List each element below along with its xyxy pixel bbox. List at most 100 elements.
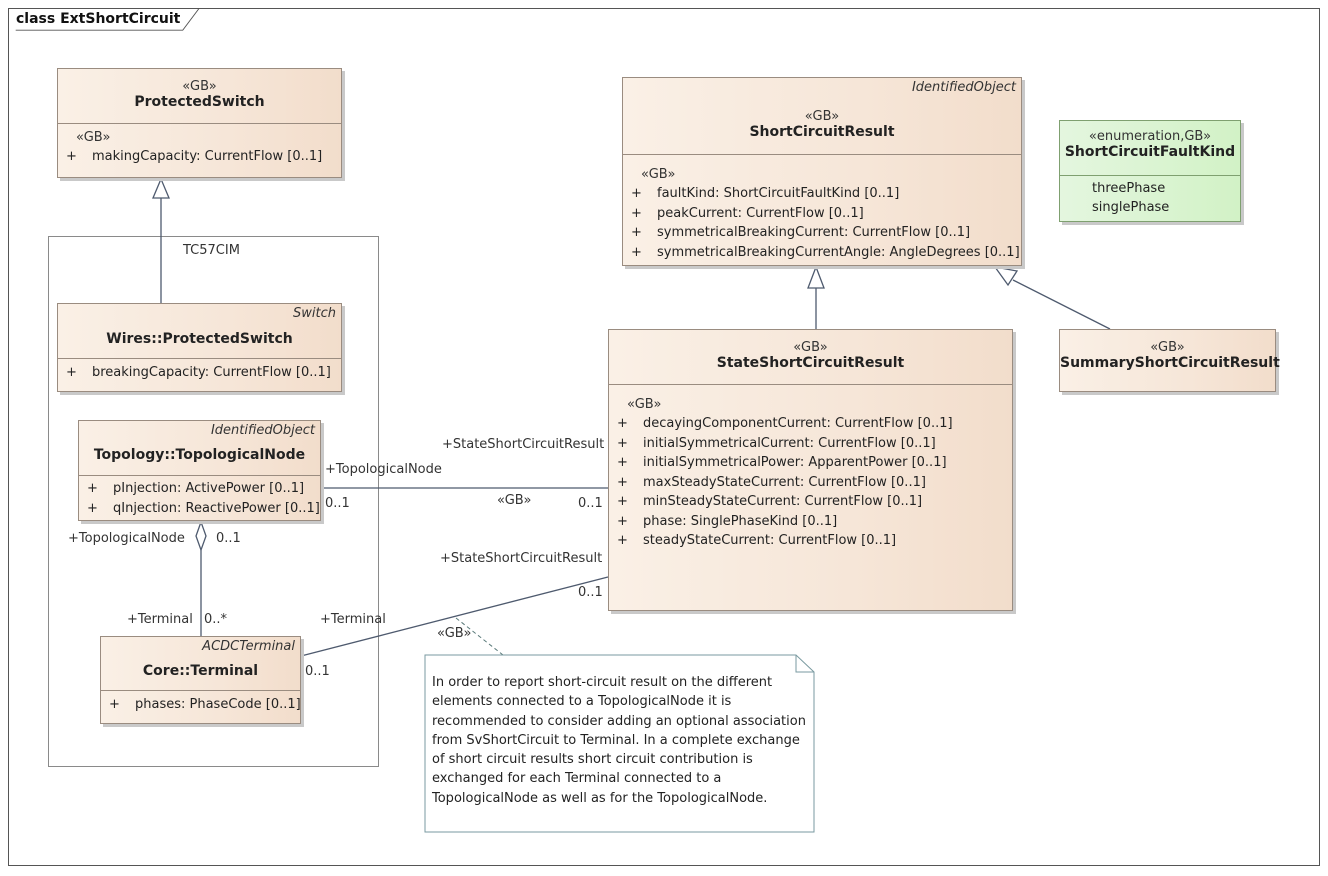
class-stereotype: «GB» — [793, 340, 828, 355]
attribute-text: peakCurrent: CurrentFlow [0..1] — [657, 205, 864, 221]
association-multiplicity-label: 0..* — [204, 612, 228, 627]
attribute-text: qInjection: ReactivePower [0..1] — [113, 500, 320, 516]
diagram-frame — [8, 8, 1320, 866]
association-role-label: +StateShortCircuitResult — [442, 437, 605, 452]
attribute-stereotype: «GB» — [641, 167, 676, 182]
attribute-text: breakingCapacity: CurrentFlow [0..1] — [92, 365, 331, 380]
class-header: «enumeration,GB» ShortCircuitFaultKind — [1060, 121, 1240, 175]
attribute-compartment: +pInjection: ActivePower [0..1] +qInject… — [79, 475, 320, 522]
class-protected-switch[interactable]: «GB» ProtectedSwitch «GB» +makingCapacit… — [57, 68, 342, 178]
attribute-compartment: «GB» +makingCapacity: CurrentFlow [0..1] — [58, 123, 341, 171]
note-shape — [424, 654, 815, 833]
association-multiplicity-label: 0..1 — [578, 496, 603, 511]
association-role-label: +StateShortCircuitResult — [440, 551, 603, 566]
note-anchor-line — [455, 617, 504, 656]
class-topological-node[interactable]: IdentifiedObject Topology::TopologicalNo… — [78, 420, 321, 521]
enum-literal[interactable]: threePhase — [1092, 181, 1166, 196]
association-multiplicity-label: 0..1 — [578, 585, 603, 600]
class-name: Wires::ProtectedSwitch — [106, 331, 293, 347]
class-summary-short-circuit-result[interactable]: «GB» SummaryShortCircuitResult — [1059, 329, 1280, 392]
association-stereotype-label: «GB» — [497, 493, 532, 508]
attribute-text: initialSymmetricalCurrent: CurrentFlow [… — [643, 435, 936, 451]
attribute-text: symmetricalBreakingCurrent: CurrentFlow … — [657, 225, 971, 240]
class-parent: IdentifiedObject — [210, 423, 315, 438]
class-name: Topology::TopologicalNode — [93, 447, 306, 463]
note-line: TopologicalNode as well as for the Topol… — [432, 790, 768, 806]
class-state-short-circuit-result[interactable]: «GB» StateShortCircuitResult «GB» +decay… — [608, 329, 1013, 611]
attribute-text: phases: PhaseCode [0..1] — [135, 697, 301, 712]
association-multiplicity-label: 0..1 — [216, 531, 241, 546]
generalization-arrowhead — [152, 177, 170, 199]
class-header: «GB» StateShortCircuitResult — [609, 330, 1012, 384]
class-header: ACDCTerminal Core::Terminal — [101, 637, 300, 690]
note-line: elements connected to a TopologicalNode … — [432, 694, 732, 710]
attribute-row[interactable]: +qInjection: ReactivePower [0..1] — [87, 500, 320, 516]
attribute-text: symmetricalBreakingCurrentAngle: AngleDe… — [657, 244, 1020, 260]
attribute-row[interactable]: +faultKind: ShortCircuitFaultKind [0..1] — [631, 186, 900, 201]
attribute-text: steadyStateCurrent: CurrentFlow [0..1] — [643, 533, 897, 548]
note-fold — [795, 655, 814, 673]
package-tc57cim[interactable] — [48, 236, 379, 767]
attribute-row[interactable]: +makingCapacity: CurrentFlow [0..1] — [66, 149, 323, 164]
association-role-label: +TopologicalNode — [325, 462, 442, 477]
note-line: exchanged for each Terminal connected to… — [432, 771, 722, 787]
note-line: recommended to consider adding an option… — [432, 713, 806, 729]
class-header: «GB» ProtectedSwitch — [58, 69, 341, 123]
class-parent: ACDCTerminal — [202, 639, 295, 654]
enum-short-circuit-fault-kind[interactable]: «enumeration,GB» ShortCircuitFaultKind t… — [1059, 120, 1241, 222]
association-multiplicity-label: 0..1 — [325, 496, 350, 511]
attribute-text: faultKind: ShortCircuitFaultKind [0..1] — [657, 186, 900, 201]
class-stereotype: «GB» — [182, 79, 217, 94]
class-stereotype: «GB» — [1150, 340, 1185, 355]
class-header: IdentifiedObject Topology::TopologicalNo… — [79, 421, 320, 475]
association-role-label: +Terminal — [320, 612, 386, 627]
note-text: In order to report short-circuit result … — [432, 673, 812, 808]
association-role-label: +Terminal — [127, 612, 193, 627]
package-label: TC57CIM — [183, 243, 240, 258]
attribute-stereotype: «GB» — [76, 130, 111, 145]
class-stereotype: «enumeration,GB» — [1088, 129, 1212, 144]
class-wires-protected-switch[interactable]: Switch Wires::ProtectedSwitch +breakingC… — [57, 303, 342, 392]
class-name: SummaryShortCircuitResult — [1060, 355, 1280, 371]
attribute-row[interactable]: +breakingCapacity: CurrentFlow [0..1] — [66, 365, 331, 380]
association-role-label: +TopologicalNode — [68, 531, 185, 546]
attribute-text: initialSymmetricalPower: ApparentPower [… — [643, 455, 947, 470]
class-header: Switch Wires::ProtectedSwitch — [58, 304, 341, 358]
attribute-row[interactable]: +phases: PhaseCode [0..1] — [109, 697, 301, 712]
attribute-compartment: «GB» +decayingComponentCurrent: CurrentF… — [609, 384, 1012, 555]
attribute-row[interactable]: +symmetricalBreakingCurrentAngle: AngleD… — [631, 244, 1020, 260]
attribute-row[interactable]: +maxSteadyStateCurrent: CurrentFlow [0..… — [617, 474, 926, 490]
class-name: ShortCircuitResult — [749, 124, 895, 140]
frame-tab — [15, 8, 200, 31]
attribute-row[interactable]: +minSteadyStateCurrent: CurrentFlow [0..… — [617, 494, 923, 509]
attribute-row[interactable]: +initialSymmetricalCurrent: CurrentFlow … — [617, 435, 936, 451]
note-line: In order to report short-circuit result … — [432, 675, 773, 690]
class-header: IdentifiedObject «GB» ShortCircuitResult — [623, 78, 1021, 154]
attribute-stereotype: «GB» — [627, 397, 662, 412]
enum-literal[interactable]: singlePhase — [1092, 200, 1170, 215]
attribute-row[interactable]: +steadyStateCurrent: CurrentFlow [0..1] — [617, 533, 897, 548]
class-name: ShortCircuitFaultKind — [1064, 144, 1236, 160]
class-parent: Switch — [293, 306, 336, 321]
class-name: ProtectedSwitch — [134, 94, 265, 110]
attribute-text: minSteadyStateCurrent: CurrentFlow [0..1… — [643, 494, 923, 509]
attribute-row[interactable]: +pInjection: ActivePower [0..1] — [87, 481, 305, 496]
class-name: Core::Terminal — [142, 663, 259, 679]
attribute-row[interactable]: +phase: SinglePhaseKind [0..1] — [617, 513, 838, 529]
attribute-row[interactable]: +peakCurrent: CurrentFlow [0..1] — [631, 205, 864, 221]
aggregation-diamond — [195, 520, 207, 552]
class-name: StateShortCircuitResult — [716, 355, 905, 371]
attribute-text: maxSteadyStateCurrent: CurrentFlow [0..1… — [643, 474, 926, 490]
note-line: from SvShortCircuit to Terminal. In a co… — [432, 732, 800, 748]
generalization-arrowhead — [993, 266, 1019, 287]
class-header: «GB» SummaryShortCircuitResult — [1060, 330, 1280, 391]
class-terminal[interactable]: ACDCTerminal Core::Terminal +phases: Pha… — [100, 636, 301, 724]
class-short-circuit-result[interactable]: IdentifiedObject «GB» ShortCircuitResult… — [622, 77, 1022, 266]
attribute-row[interactable]: +decayingComponentCurrent: CurrentFlow [… — [617, 416, 953, 431]
class-stereotype: «GB» — [804, 109, 840, 124]
generalization-arrowhead — [807, 265, 825, 289]
attribute-row[interactable]: +initialSymmetricalPower: ApparentPower … — [617, 455, 947, 470]
attribute-row[interactable]: +symmetricalBreakingCurrent: CurrentFlow… — [631, 225, 971, 240]
attribute-compartment: «GB» +faultKind: ShortCircuitFaultKind [… — [623, 154, 1021, 266]
